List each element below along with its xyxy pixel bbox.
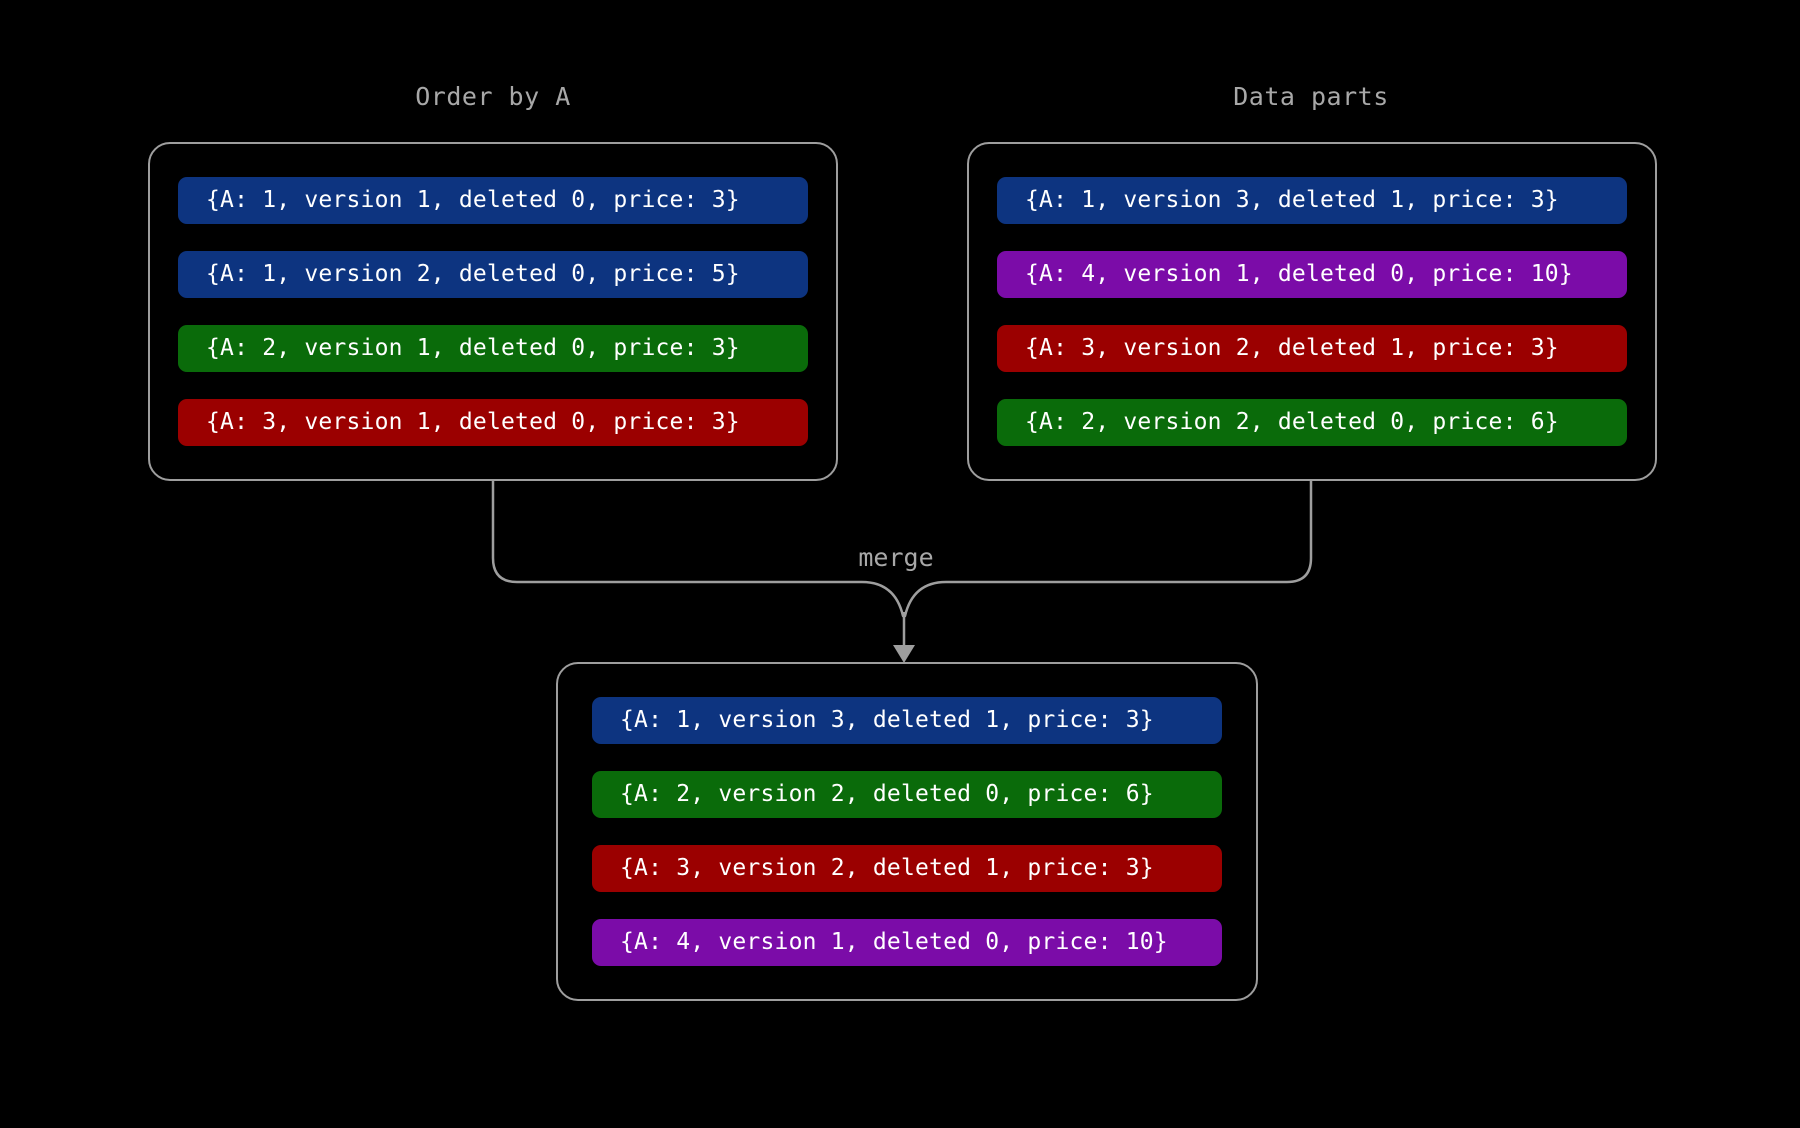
record-pill: {A: 1, version 3, deleted 1, price: 3} bbox=[592, 697, 1222, 744]
merge-result-panel: {A: 1, version 3, deleted 1, price: 3} {… bbox=[556, 662, 1258, 1001]
record-pill: {A: 2, version 2, deleted 0, price: 6} bbox=[997, 399, 1627, 446]
merge-label: merge bbox=[858, 543, 934, 572]
data-parts-panel: {A: 1, version 3, deleted 1, price: 3} {… bbox=[967, 142, 1657, 481]
record-pill: {A: 2, version 1, deleted 0, price: 3} bbox=[178, 325, 808, 372]
left-connector-path bbox=[491, 479, 905, 618]
merge-arrow-head bbox=[893, 645, 915, 663]
right-panel-title: Data parts bbox=[1233, 82, 1389, 111]
record-pill: {A: 4, version 1, deleted 0, price: 10} bbox=[592, 919, 1222, 966]
record-pill: {A: 3, version 2, deleted 1, price: 3} bbox=[997, 325, 1627, 372]
left-panel-title: Order by A bbox=[415, 82, 571, 111]
merge-result-rows: {A: 1, version 3, deleted 1, price: 3} {… bbox=[558, 664, 1256, 999]
record-pill: {A: 2, version 2, deleted 0, price: 6} bbox=[592, 771, 1222, 818]
record-pill: {A: 3, version 2, deleted 1, price: 3} bbox=[592, 845, 1222, 892]
record-pill: {A: 1, version 2, deleted 0, price: 5} bbox=[178, 251, 808, 298]
order-by-a-panel: {A: 1, version 1, deleted 0, price: 3} {… bbox=[148, 142, 838, 481]
record-pill: {A: 4, version 1, deleted 0, price: 10} bbox=[997, 251, 1627, 298]
record-pill: {A: 3, version 1, deleted 0, price: 3} bbox=[178, 399, 808, 446]
right-connector-path bbox=[903, 479, 1313, 618]
data-parts-rows: {A: 1, version 3, deleted 1, price: 3} {… bbox=[969, 144, 1655, 479]
record-pill: {A: 1, version 3, deleted 1, price: 3} bbox=[997, 177, 1627, 224]
order-by-a-rows: {A: 1, version 1, deleted 0, price: 3} {… bbox=[150, 144, 836, 479]
record-pill: {A: 1, version 1, deleted 0, price: 3} bbox=[178, 177, 808, 224]
